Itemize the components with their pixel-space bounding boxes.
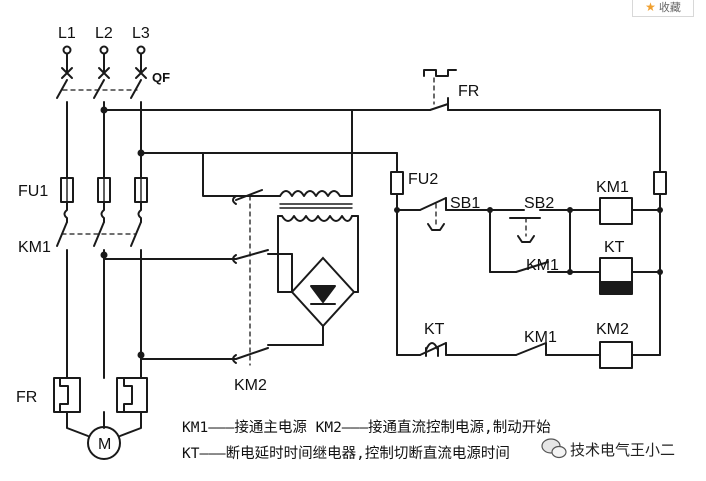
label-l3: L3 <box>132 25 150 42</box>
fu1-fuses <box>60 177 148 223</box>
star-icon: ★ <box>645 0 656 14</box>
sb1-stop-button <box>419 197 447 231</box>
labels: L1 L2 L3 QF FR FU1 FU2 KM1 SB1 SB2 KM1 K… <box>16 25 629 453</box>
watermark: 技术电气王小二 <box>541 438 675 459</box>
kt-coil <box>599 257 633 295</box>
km1-interlock-contact <box>515 342 547 356</box>
label-qf: QF <box>152 70 170 85</box>
terminal-l2 <box>99 45 109 55</box>
terminal-l1 <box>62 45 72 55</box>
km1-main-contacts <box>56 221 142 379</box>
legend: KM1———接通主电源 KM2———接通直流控制电源,制动开始 KT———断电延… <box>182 419 551 462</box>
km1-hold-contact <box>489 209 571 273</box>
label-motor: M <box>98 436 111 453</box>
collect-label: 收藏 <box>658 1 681 14</box>
label-km1-interlock: KM1 <box>524 329 557 346</box>
label-kt-contact: KT <box>424 321 445 338</box>
qf-breaker <box>56 53 147 179</box>
fu2-fuse-right <box>653 171 667 195</box>
motor-symbol <box>87 426 121 460</box>
control-circuit <box>103 69 667 369</box>
bridge-rectifier <box>290 256 356 346</box>
legend-line-1: KM1———接通主电源 KM2———接通直流控制电源,制动开始 <box>182 419 551 436</box>
label-fr-top: FR <box>458 83 479 100</box>
label-fu1: FU1 <box>18 183 48 200</box>
label-fr-bottom: FR <box>16 389 37 406</box>
label-sb2: SB2 <box>524 195 554 212</box>
label-km1-main: KM1 <box>18 239 51 256</box>
km1-coil <box>599 197 633 225</box>
label-l1: L1 <box>58 25 76 42</box>
fr-nc-contact <box>423 69 661 111</box>
label-km2-main: KM2 <box>234 377 267 394</box>
dc-brake-circuit <box>100 106 383 366</box>
motor <box>87 426 121 460</box>
fr-thermal-elements <box>53 377 148 437</box>
km2-dc-contacts <box>103 189 324 366</box>
terminal-l3 <box>136 45 146 55</box>
wechat-icon <box>541 438 567 459</box>
sb2-start-button <box>509 209 571 243</box>
kt-delay-contact <box>419 342 447 357</box>
label-fu2: FU2 <box>408 171 438 188</box>
label-l2: L2 <box>95 25 113 42</box>
label-km2-coil: KM2 <box>596 321 629 338</box>
label-sb1: SB1 <box>450 195 480 212</box>
fu2-fuse <box>390 171 404 195</box>
label-kt-coil: KT <box>604 239 625 256</box>
legend-line-2: KT———断电延时时间继电器,控制切断直流电源时间 <box>182 445 510 462</box>
watermark-text: 技术电气王小二 <box>570 442 675 459</box>
main-circuit <box>53 45 148 460</box>
label-km1-coil: KM1 <box>596 179 629 196</box>
label-km1-hold: KM1 <box>526 257 559 274</box>
km2-coil <box>599 341 633 369</box>
collect-button[interactable]: ★ 收藏 <box>632 0 694 17</box>
